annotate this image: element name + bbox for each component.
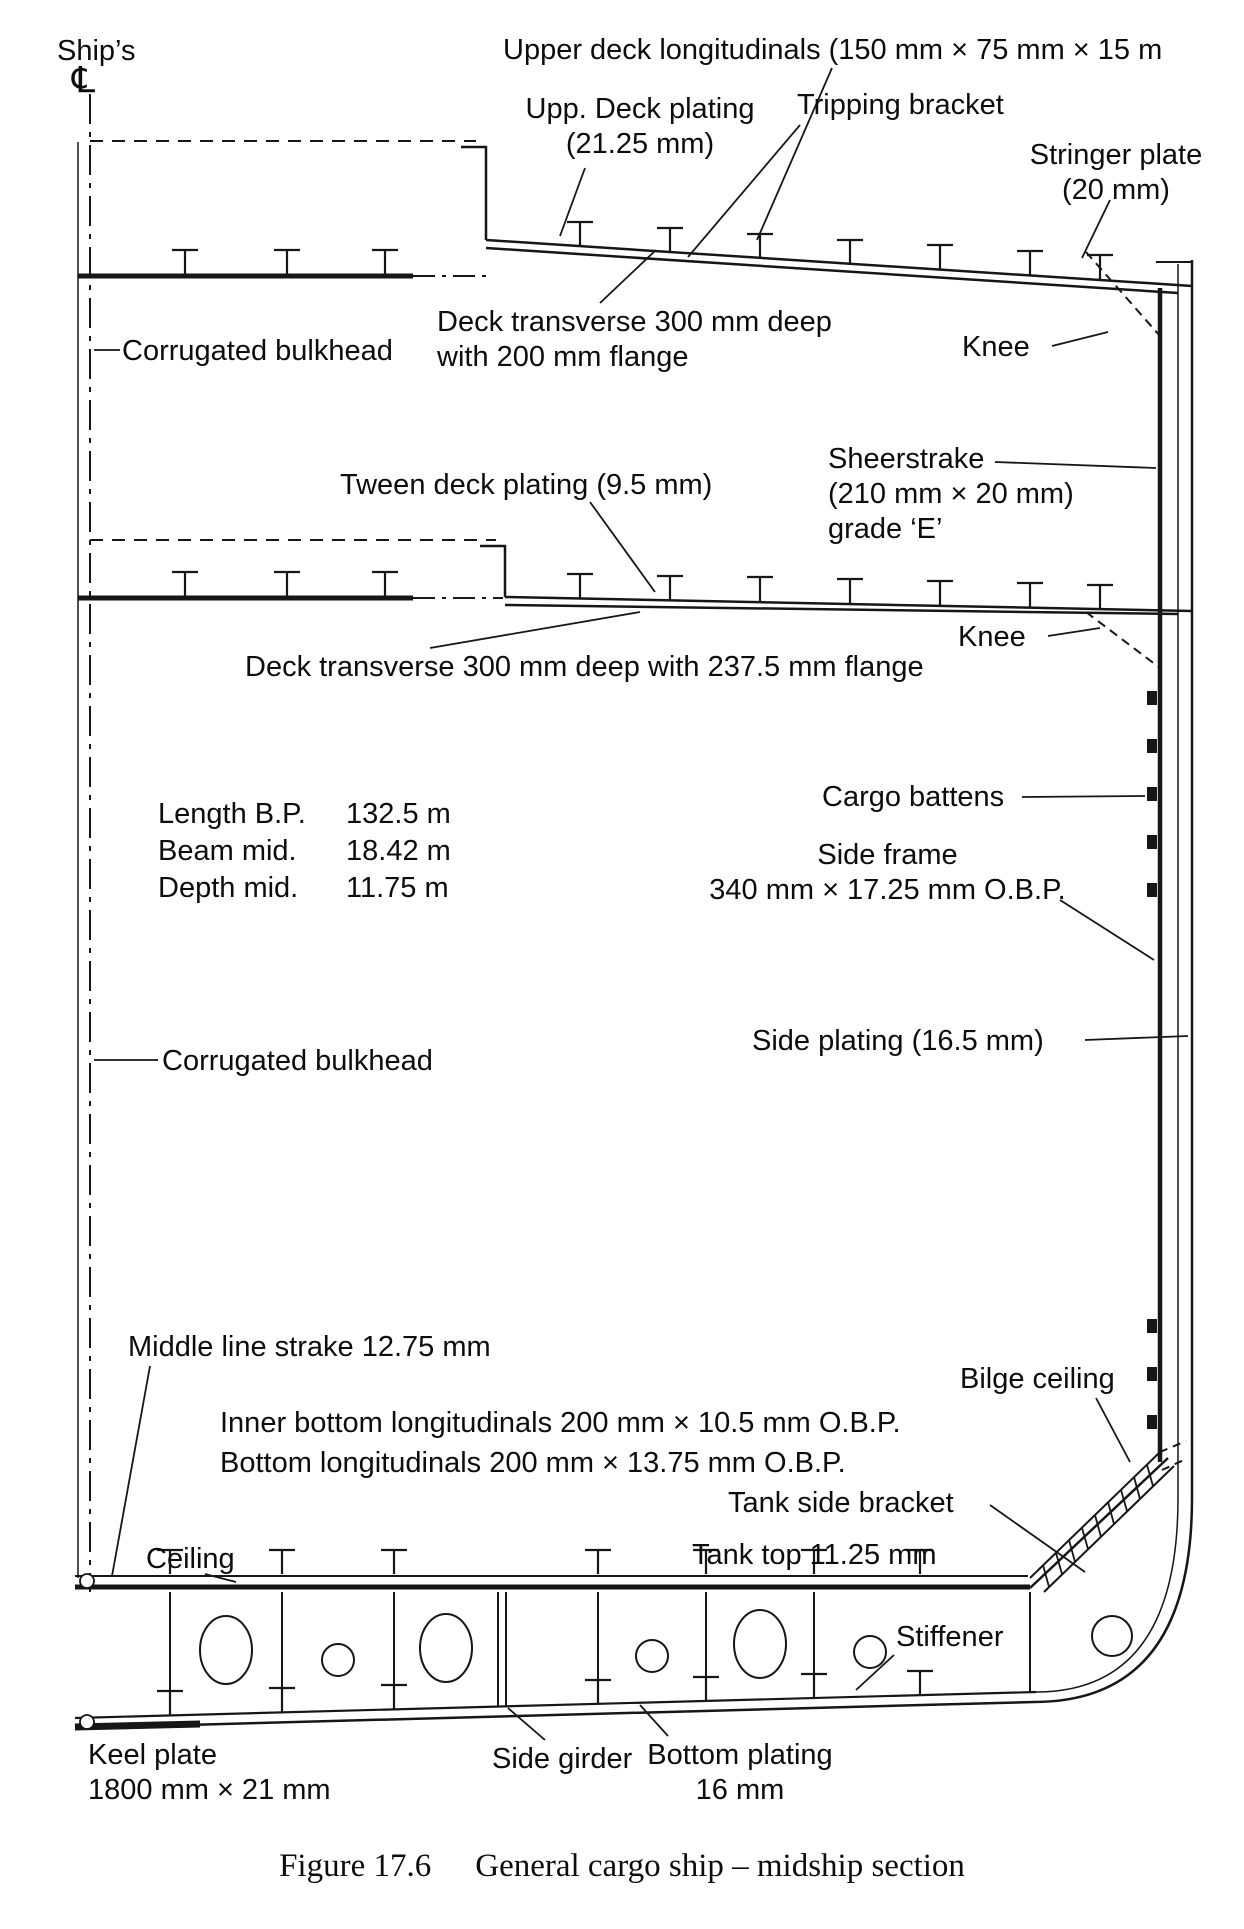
- hatch-coaming-tween: [480, 544, 507, 597]
- cargo-battens-label: Cargo battens: [822, 781, 1005, 813]
- lightening-hole: [321, 1643, 355, 1677]
- upper-deck-plating-label: Upp. Deck plating (21.25 mm): [525, 93, 755, 160]
- inner-bottom-longitudinals-label: Inner bottom longitudinals 200 mm × 10.5…: [220, 1407, 901, 1439]
- deck-transverse-tween-label: Deck transverse 300 mm deep with 237.5 m…: [245, 651, 924, 683]
- side-plating-label: Side plating (16.5 mm): [752, 1025, 1044, 1057]
- knee-bracket-upper: [1085, 251, 1161, 337]
- stiffener-label: Stiffener: [896, 1621, 1004, 1653]
- bottom-longitudinals-label: Bottom longitudinals 200 mm × 13.75 mm O…: [220, 1447, 846, 1479]
- sheerstrake-label: Sheerstrake (210 mm × 20 mm) grade ‘E’: [828, 443, 1074, 545]
- corrugated-bulkhead-lower-label: Corrugated bulkhead: [162, 1045, 433, 1077]
- dimension-row: Beam mid. 18.42 m: [158, 833, 451, 870]
- lightening-hole: [853, 1635, 887, 1669]
- bottom-plating-line: [74, 1700, 1035, 1730]
- dimension-value: 11.75 m: [346, 872, 449, 904]
- hatch-coaming-upper: [461, 145, 488, 240]
- leader-lines: [94, 67, 1189, 1741]
- centerline: [77, 94, 91, 1592]
- keel-plate-line: [74, 1720, 201, 1731]
- knee-upper-label: Knee: [962, 331, 1030, 363]
- middle-line-strake-label: Middle line strake 12.75 mm: [128, 1331, 491, 1363]
- upper-deck: [78, 140, 1193, 337]
- knee-bracket-tween: [1085, 611, 1161, 669]
- dimension-name: Beam mid.: [158, 835, 297, 867]
- corrugated-bulkhead-upper-label: Corrugated bulkhead: [122, 335, 393, 367]
- bilge-ceiling-hatching: [1042, 1464, 1154, 1588]
- figure-number: Figure 17.6: [279, 1848, 432, 1884]
- cargo-battens-marks: [1147, 691, 1157, 1429]
- margin-plate: [1029, 1457, 1169, 1589]
- dimension-name: Length B.P.: [158, 798, 306, 830]
- dimension-value: 18.42 m: [346, 835, 451, 867]
- lightening-hole: [419, 1613, 473, 1683]
- side-shell: [1033, 260, 1194, 1704]
- lightening-hole: [635, 1639, 669, 1673]
- dimension-row: Length B.P. 132.5 m: [158, 796, 451, 833]
- keel-plate-label: Keel plate 1800 mm × 21 mm: [88, 1739, 331, 1806]
- ceiling-label: Ceiling: [146, 1543, 235, 1575]
- deck-transverse-upper-label: Deck transverse 300 mm deep with 200 mm …: [437, 306, 832, 373]
- figure-caption: Figure 17.6 General cargo ship – midship …: [0, 1848, 1244, 1885]
- tank-top-label: Tank top 11.25 mm: [692, 1539, 937, 1571]
- dimension-name: Depth mid.: [158, 872, 299, 904]
- side-girder-label: Side girder: [492, 1743, 633, 1775]
- double-bottom: [74, 1573, 1037, 1731]
- bottom-plating-label: Bottom plating 16 mm: [647, 1739, 833, 1806]
- centerline-symbol: ℄: [72, 59, 96, 100]
- bilge-bracket-hole: [1091, 1615, 1133, 1657]
- stringer-plate-label: Stringer plate (20 mm): [1029, 139, 1203, 206]
- principal-dimensions: Length B.P. 132.5 m Beam mid. 18.42 m De…: [158, 796, 451, 907]
- tween-deck-plating-label: Tween deck plating (9.5 mm): [340, 469, 713, 501]
- side-frame-label: Side frame 340 mm × 17.25 mm O.B.P.: [709, 839, 1066, 906]
- dimension-row: Depth mid. 11.75 m: [158, 870, 451, 907]
- tank-side-bracket-label: Tank side bracket: [728, 1487, 954, 1519]
- tripping-bracket-label: Tripping bracket: [797, 89, 1004, 121]
- knee-lower-label: Knee: [958, 621, 1026, 653]
- upper-deck-longitudinals-label: Upper deck longitudinals (150 mm × 75 mm…: [503, 34, 1163, 66]
- bilge-ceiling-label: Bilge ceiling: [960, 1363, 1115, 1395]
- tween-deck: [78, 539, 1193, 669]
- ships-centerline-label: Ship’s: [57, 35, 136, 67]
- outer-shell: [1033, 260, 1194, 1704]
- lightening-hole: [733, 1609, 787, 1679]
- figure-title: General cargo ship – midship section: [475, 1848, 965, 1884]
- bilge-area: [1029, 1440, 1187, 1657]
- dimension-value: 132.5 m: [346, 798, 451, 830]
- lightening-hole: [199, 1615, 253, 1685]
